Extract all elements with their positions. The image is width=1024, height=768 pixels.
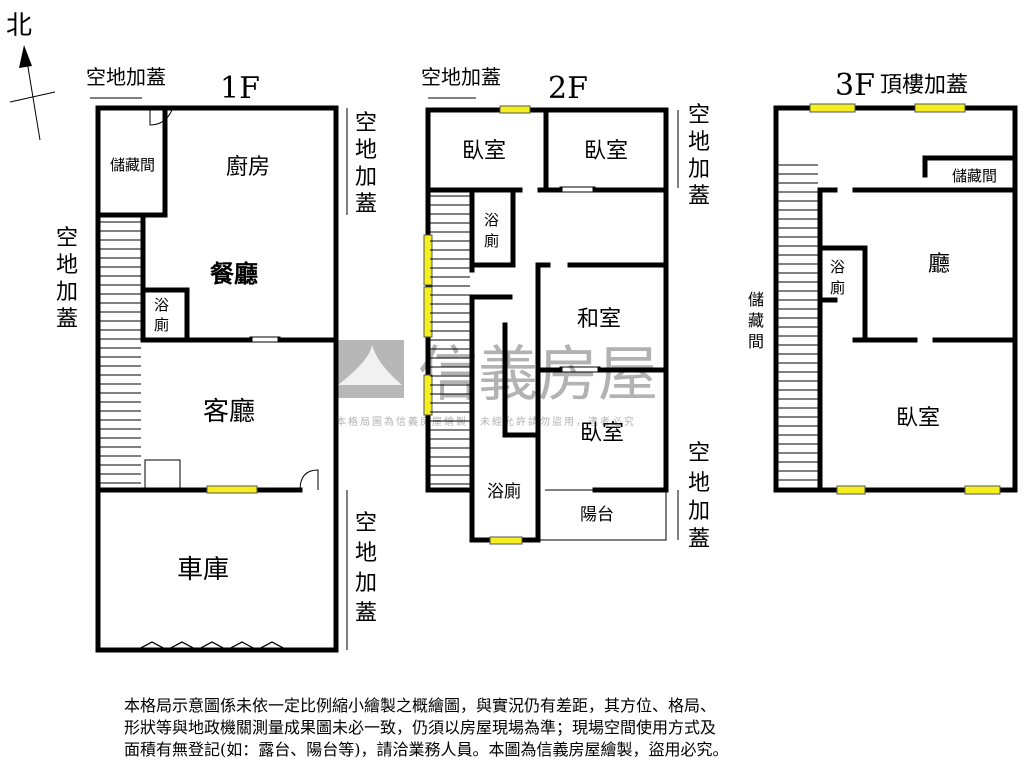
svg-text:藏: 藏 — [748, 311, 764, 330]
svg-text:地: 地 — [688, 130, 710, 155]
room-bedroom-3f: 臥室 — [896, 406, 940, 431]
svg-text:加: 加 — [355, 571, 377, 596]
floor-2f-title: 2F — [548, 71, 588, 106]
room-bath-3f-2: 廁 — [830, 279, 845, 297]
open-area-label-2f-right-bottom: 空 地 加 蓋 — [688, 441, 710, 552]
svg-text:蓋: 蓋 — [688, 184, 710, 209]
svg-text:空: 空 — [56, 226, 78, 251]
room-balcony: 陽台 — [580, 505, 614, 525]
svg-text:加: 加 — [56, 280, 78, 305]
svg-text:蓋: 蓋 — [56, 307, 78, 332]
svg-text:地: 地 — [56, 253, 78, 278]
room-bath: 浴 — [154, 296, 169, 314]
room-living: 客廳 — [203, 397, 255, 427]
svg-text:間: 間 — [748, 332, 764, 351]
side-storage-label: 儲 藏 間 — [748, 290, 764, 351]
stairs-1f — [100, 221, 141, 484]
svg-text:空: 空 — [355, 511, 377, 536]
open-area-label-left: 空 地 加 蓋 — [56, 226, 78, 332]
room-bath-bottom: 浴廁 — [487, 481, 521, 502]
svg-text:加: 加 — [688, 157, 710, 182]
floor-1f — [90, 97, 348, 653]
svg-text:蓋: 蓋 — [688, 527, 710, 552]
room-bath-top-2: 廁 — [484, 232, 499, 250]
room-bath-2: 廁 — [154, 316, 169, 334]
svg-text:蓋: 蓋 — [355, 601, 377, 626]
watermark-notice: 本格局圖為信義房屋繪製，未經允許請勿盜用，違者必究 — [336, 415, 636, 428]
north-label: 北 — [6, 11, 32, 41]
svg-text:地: 地 — [688, 471, 710, 496]
room-hall: 廳 — [928, 252, 950, 277]
floor-3f-title: 3F — [835, 68, 875, 103]
stairs-3f — [778, 164, 818, 481]
room-bedroom-b: 臥室 — [584, 139, 628, 164]
stairs-2f — [430, 195, 470, 485]
open-area-label-2f-right-top: 空 地 加 蓋 — [688, 103, 710, 209]
room-garage: 車庫 — [177, 555, 229, 585]
svg-text:加: 加 — [355, 165, 377, 190]
svg-text:空: 空 — [688, 103, 710, 128]
room-kitchen: 廚房 — [226, 155, 270, 180]
room-storage-3f: 儲藏間 — [952, 167, 997, 185]
room-bath-3f: 浴 — [830, 258, 845, 276]
svg-text:加: 加 — [688, 499, 710, 524]
watermark-logo — [336, 340, 404, 398]
room-bedroom-c: 臥室 — [580, 421, 624, 446]
room-bath-top: 浴 — [484, 211, 499, 229]
room-dining: 餐廳 — [210, 259, 258, 288]
svg-text:空: 空 — [355, 111, 377, 136]
svg-text:蓋: 蓋 — [355, 192, 377, 217]
open-area-label: 空地加蓋 — [86, 65, 166, 89]
room-storage: 儲藏間 — [110, 156, 155, 174]
svg-text:地: 地 — [355, 138, 377, 163]
disclaimer: 本格局示意圖係未依一定比例縮小繪製之概繪圖，與實況仍有差距，其方位、格局、 形狀… — [124, 696, 729, 759]
floor-3f-subtitle: 頂樓加蓋 — [880, 73, 968, 98]
open-area-label-right-top: 空 地 加 蓋 — [355, 111, 377, 217]
open-area-label-2f: 空地加蓋 — [421, 65, 501, 89]
svg-text:地: 地 — [355, 541, 377, 566]
room-tatami: 和室 — [577, 307, 621, 332]
svg-text:儲: 儲 — [748, 290, 764, 309]
open-area-label-right-bottom: 空 地 加 蓋 — [355, 511, 377, 626]
floor-3f — [773, 103, 1018, 495]
north-arrow-icon — [9, 45, 56, 141]
floor-1f-title: 1F — [220, 71, 260, 106]
floor-2f — [423, 97, 679, 545]
svg-text:空: 空 — [688, 441, 710, 466]
room-bedroom-a: 臥室 — [462, 139, 506, 164]
